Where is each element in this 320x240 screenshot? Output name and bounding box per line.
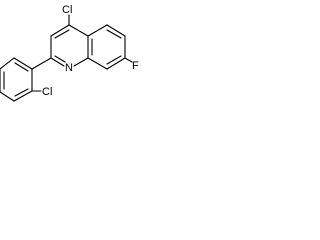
bond-c7-f — [124, 57, 133, 63]
bond-n1-c2-inner — [54, 55, 66, 63]
benzo-ring — [87, 24, 126, 70]
bond-c8-c8a — [87, 57, 108, 70]
bond-c3-c4-inner — [54, 29, 70, 39]
bond-a3-a4 — [0, 91, 15, 102]
bond-a5-a6 — [0, 57, 15, 70]
atom-label-n: N — [65, 62, 73, 74]
bond-a6-a1 — [13, 57, 33, 70]
bond-c3-c4 — [50, 24, 70, 37]
bond-a2-a3-inner — [14, 88, 29, 97]
bond-c5-c6 — [106, 24, 126, 37]
pyridine-ring — [50, 24, 89, 67]
bond-c4-c4a — [68, 24, 89, 37]
bond-c7-c8 — [106, 57, 126, 70]
bond-n1-c2 — [50, 57, 65, 67]
bond-c5-c6-inner — [106, 29, 122, 39]
atom-label-cl-bottom: Cl — [42, 86, 52, 98]
bond-c2-aryl — [31, 57, 52, 70]
bond-c4a-c5 — [87, 24, 108, 37]
molecule-structure-drawing: Cl N F Cl — [0, 4, 139, 102]
bond-c7-c8-inner — [106, 55, 122, 65]
bond-a6-a1-inner — [14, 62, 29, 72]
atom-label-f: F — [132, 60, 139, 72]
atom-label-cl-top: Cl — [62, 4, 72, 16]
bond-a2-a3 — [13, 90, 33, 102]
bond-c8a-n1 — [73, 57, 89, 67]
chlorophenyl-ring — [0, 57, 42, 102]
